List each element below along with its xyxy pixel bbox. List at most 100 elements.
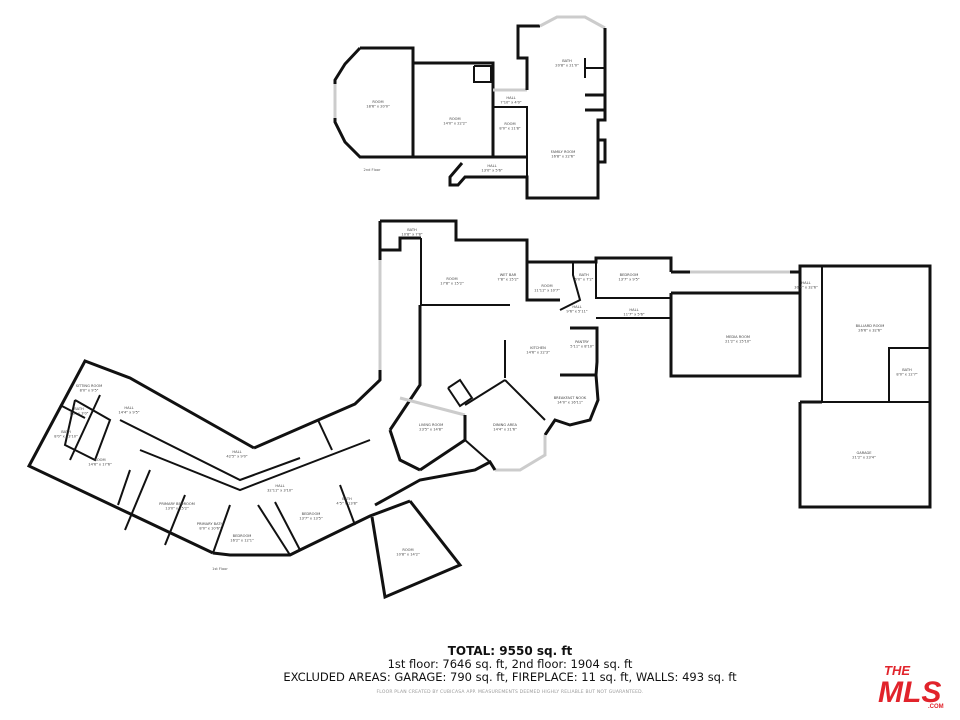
room-name: ROOM xyxy=(541,284,552,288)
room-dimensions: 13'7" x 13'5" xyxy=(299,517,323,521)
room-dimensions: 26'6" x 32'6" xyxy=(858,329,882,333)
room-name: BATH xyxy=(61,430,71,434)
room-dimensions: 18'6" x 20'0" xyxy=(366,105,390,109)
room-dimensions: 16'8" x 22'6" xyxy=(551,155,575,159)
room-dimensions: 14'6" x 22'3" xyxy=(526,351,550,355)
room-name: DINING AREA xyxy=(493,423,517,427)
room-dimensions: 21'2" x 23'4" xyxy=(852,456,876,460)
room-dimensions: 11'11" x 10'7" xyxy=(534,289,560,293)
room-dimensions: 17'8" x 15'2" xyxy=(440,282,464,286)
mls-logo: THE MLS .COM xyxy=(878,663,944,710)
area-summary: TOTAL: 9550 sq. ft 1st floor: 7646 sq. f… xyxy=(250,644,770,695)
room-dimensions: 9'6" x 5'11" xyxy=(566,310,587,314)
room-name: HALL xyxy=(487,164,496,168)
room-dimensions: 13'0" x 15'2" xyxy=(165,507,189,511)
room-dimensions: 42'5" x 9'0" xyxy=(226,455,247,459)
room-name: ROOM xyxy=(94,458,105,462)
excluded-areas: EXCLUDED AREAS: GARAGE: 790 sq. ft, FIRE… xyxy=(283,670,737,684)
room-dimensions: 32'11" x 3'10" xyxy=(267,489,293,493)
disclaimer: FLOOR PLAN CREATED BY CUBICASA APP. MEAS… xyxy=(376,690,644,695)
room-dimensions: 23'5" x 14'8" xyxy=(419,428,443,432)
room-name: ROOM xyxy=(449,117,460,121)
room-dimensions: 7'10" x 4'0" xyxy=(500,101,521,105)
floor-areas: 1st floor: 7646 sq. ft, 2nd floor: 1904 … xyxy=(387,657,633,671)
room-dimensions: 16'2" x 12'1" xyxy=(230,539,254,543)
room-name: BATH xyxy=(562,59,572,63)
room-dimensions: 8'0" x 9'5" xyxy=(80,389,99,393)
room-name: HALL xyxy=(506,96,515,100)
room-name: HALL xyxy=(275,484,284,488)
room-dimensions: 8'0" x 10'6" xyxy=(199,527,220,531)
floor-label-first: 1st Floor xyxy=(212,567,228,571)
room-dimensions: 10'8" x 14'2" xyxy=(396,553,420,557)
room-dimensions: 8'2" x 3'0" xyxy=(70,412,89,416)
svg-text:THE: THE xyxy=(884,663,910,678)
room-name: LIVING ROOM xyxy=(419,423,443,427)
room-name: SITTING ROOM xyxy=(76,384,103,388)
room-dimensions: 13'7" x 9'5" xyxy=(618,278,639,282)
room-name: FAMILY ROOM xyxy=(551,150,575,154)
room-name: KITCHEN xyxy=(530,346,546,350)
second-floor-walls xyxy=(333,15,607,200)
room-dimensions: 7'8" x 15'2" xyxy=(497,278,518,282)
room-name: GARAGE xyxy=(856,451,872,455)
room-name: HALL xyxy=(572,305,581,309)
room-name: ROOM xyxy=(372,100,383,104)
room-name: HALL xyxy=(801,281,810,285)
room-name: BEDROOM xyxy=(233,534,252,538)
room-name: PRIMARY BEDROOM xyxy=(159,502,195,506)
room-dimensions: 14'4" x 9'5" xyxy=(118,411,139,415)
room-dimensions: 6'0" x 7'2" xyxy=(575,278,594,282)
room-name: ROOM xyxy=(402,548,413,552)
room-name: BATH xyxy=(902,368,912,372)
room-dimensions: 14'0" x 16'11" xyxy=(557,401,583,405)
room-name: BATH xyxy=(74,407,84,411)
room-name: PRIMARY BATH xyxy=(197,522,224,526)
room-name: PANTRY xyxy=(575,340,590,344)
svg-text:MLS: MLS xyxy=(878,676,941,709)
room-name: ROOM xyxy=(446,277,457,281)
room-dimensions: 8'0" x 13'10" xyxy=(54,435,78,439)
room-dimensions: 13'0" x 5'6" xyxy=(481,169,502,173)
room-dimensions: 8'0" x 11'8" xyxy=(499,127,520,131)
room-dimensions: 8'0" x 12'7" xyxy=(896,373,917,377)
floor-label-second: 2nd Floor xyxy=(364,168,381,172)
room-dimensions: 14'4" x 21'6" xyxy=(493,428,517,432)
room-name: BEDROOM xyxy=(620,273,639,277)
room-name: BEDROOM xyxy=(302,512,321,516)
room-name: ROOM xyxy=(504,122,515,126)
room-dimensions: 4'5" x 13'8" xyxy=(336,502,357,506)
room-name: BATH xyxy=(342,497,352,501)
